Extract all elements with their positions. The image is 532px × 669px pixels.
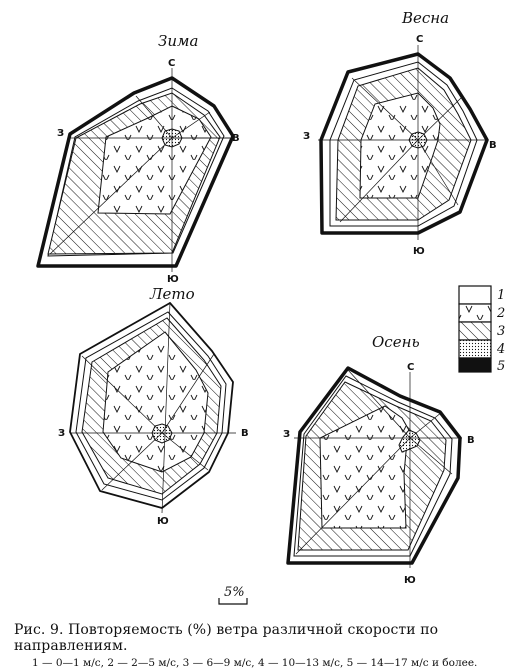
label-south: Ю [413,246,425,257]
label-south: Ю [157,516,169,527]
legend-swatch-1 [458,285,492,305]
caption-legend: 1 — 0—1 м/с, 2 — 2—5 м/с, 3 — 6—9 м/с, 4… [32,657,478,669]
legend-label-4: 4 [496,342,505,357]
label-west: З [58,428,65,439]
legend-label-2: 2 [496,306,505,321]
legend: 1 2 3 4 5 [458,285,505,374]
label-east: В [489,140,497,151]
rose-winter: Зима С В Ю З [36,32,240,285]
label-south: Ю [404,575,416,586]
label-south: Ю [167,274,179,285]
legend-swatch-3 [458,321,492,341]
season-title: Лето [149,285,195,303]
direction-rays [318,45,486,240]
legend-swatch-4 [458,339,492,359]
scale-bar: 5% [218,585,248,605]
label-north: С [416,34,423,45]
legend-label-3: 3 [497,324,505,339]
label-north: С [168,58,175,69]
rose-autumn: Осень С В Ю З [283,333,475,586]
label-east: В [467,435,475,446]
rose-spring: Весна С В Ю З [303,9,497,257]
legend-swatch-5 [458,357,492,373]
legend-swatch-2 [458,303,492,323]
season-title: Осень [372,333,420,351]
caption-title: Рис. 9. Повторяемость (%) ветра различно… [14,622,439,654]
legend-label-1: 1 [497,288,505,303]
label-west: З [57,128,64,139]
label-west: З [303,131,310,142]
season-title: Зима [158,32,198,50]
label-north: С [407,362,414,373]
label-east: В [232,133,240,144]
scale-label: 5% [224,585,245,600]
legend-label-5: 5 [497,359,505,374]
ring-4-v [319,405,411,529]
season-title: Весна [401,9,449,27]
ring-4-v [359,92,441,199]
label-east: В [241,428,249,439]
direction-rays [70,301,236,514]
figure-caption: Рис. 9. Повторяемость (%) ветра различно… [14,622,529,669]
ring-4-v [102,331,209,473]
label-west: З [283,429,290,440]
ring-4-v [97,105,212,215]
direction-rays [49,68,230,272]
ring-5-dots [151,423,173,444]
rose-summer: Лето В Ю З [58,285,249,527]
direction-rays [294,369,462,568]
